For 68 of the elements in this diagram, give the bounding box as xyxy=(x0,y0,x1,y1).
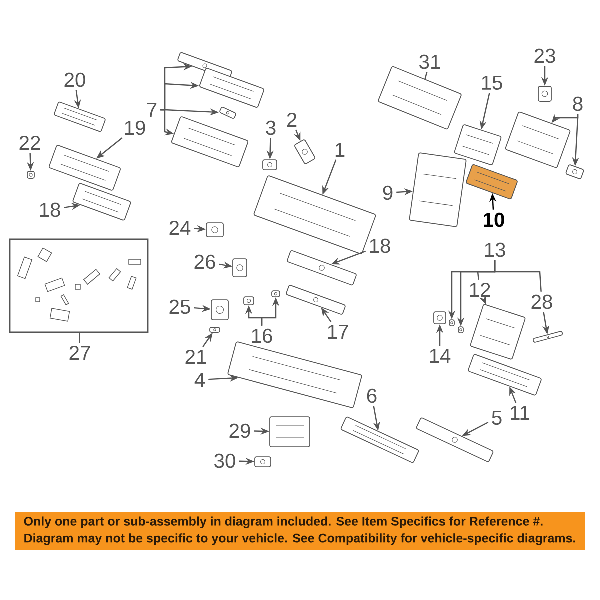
part-drawing xyxy=(505,112,571,168)
callout-number: 13 xyxy=(485,242,506,258)
callout-number: 18 xyxy=(40,202,60,218)
part-drawing xyxy=(287,250,357,286)
part-drawing xyxy=(200,68,264,108)
callout-number: 30 xyxy=(214,454,236,468)
callout-number: 18 xyxy=(370,238,390,254)
part-drawing xyxy=(270,416,310,448)
callout-number: 21 xyxy=(186,350,206,364)
callout-number: 10 xyxy=(484,212,504,228)
callout-number: 17 xyxy=(328,325,348,339)
part-drawing xyxy=(468,354,542,396)
part-drawing xyxy=(340,416,420,464)
part-drawing xyxy=(171,116,249,168)
callout-number: 28 xyxy=(532,294,552,310)
part-drawing xyxy=(538,86,552,102)
part-drawing xyxy=(262,160,278,170)
callout-number: 23 xyxy=(534,48,556,64)
callout-number: 16 xyxy=(252,328,272,344)
part-drawing xyxy=(72,183,132,221)
part-drawing xyxy=(206,222,224,238)
part-drawing xyxy=(466,164,518,200)
callout-number: 20 xyxy=(64,72,86,88)
part-drawing xyxy=(566,164,584,180)
notice-banner: Only one part or sub-assembly in diagram included. See Item Specifics for Reference #. Diagram may not be specific to your vehicle. See Compatibility for vehicle-specific diagrams. xyxy=(15,512,585,550)
part-drawing xyxy=(454,124,502,166)
part-drawing xyxy=(228,342,362,408)
part-drawing xyxy=(272,290,280,298)
callout-number: 6 xyxy=(367,388,377,404)
callout-number: 8 xyxy=(573,96,583,112)
callout-number: 29 xyxy=(230,424,250,438)
part-drawing xyxy=(210,327,220,333)
callout-number: 2 xyxy=(287,112,297,128)
callout-number: 27 xyxy=(70,346,90,360)
part-drawing xyxy=(54,102,106,132)
part-drawing xyxy=(449,320,455,326)
callout-number: 4 xyxy=(194,373,206,387)
part-drawing xyxy=(49,145,121,191)
part-drawing xyxy=(254,456,272,468)
callout-number: 22 xyxy=(20,136,40,150)
part-drawing xyxy=(532,331,564,343)
part-drawing xyxy=(470,304,526,360)
callout-number: 7 xyxy=(147,103,157,117)
part-drawing xyxy=(416,418,494,462)
part-drawing xyxy=(244,296,254,306)
part-drawing xyxy=(294,140,316,164)
callout-number: 14 xyxy=(430,349,451,363)
part-drawing xyxy=(434,312,446,324)
part-drawing xyxy=(232,258,248,278)
parts-kit-frame xyxy=(9,238,149,334)
callout-number: 19 xyxy=(125,120,146,136)
callout-number: 26 xyxy=(194,254,216,270)
part-drawing xyxy=(220,107,236,119)
callout-number: 5 xyxy=(492,410,502,426)
part-drawing xyxy=(286,285,346,315)
callout-number: 1 xyxy=(336,143,345,157)
callout-number: 25 xyxy=(170,300,190,314)
part-drawing xyxy=(211,300,229,320)
callout-number: 12 xyxy=(470,282,490,298)
callout-number: 11 xyxy=(511,406,530,420)
callout-number: 15 xyxy=(482,76,502,90)
callout-number: 9 xyxy=(383,186,393,200)
part-drawing xyxy=(409,152,467,228)
callout-number: 24 xyxy=(170,220,191,236)
callout-number: 3 xyxy=(266,120,276,136)
part-drawing xyxy=(458,326,464,334)
part-drawing xyxy=(27,171,35,179)
callout-number: 31 xyxy=(420,54,440,70)
